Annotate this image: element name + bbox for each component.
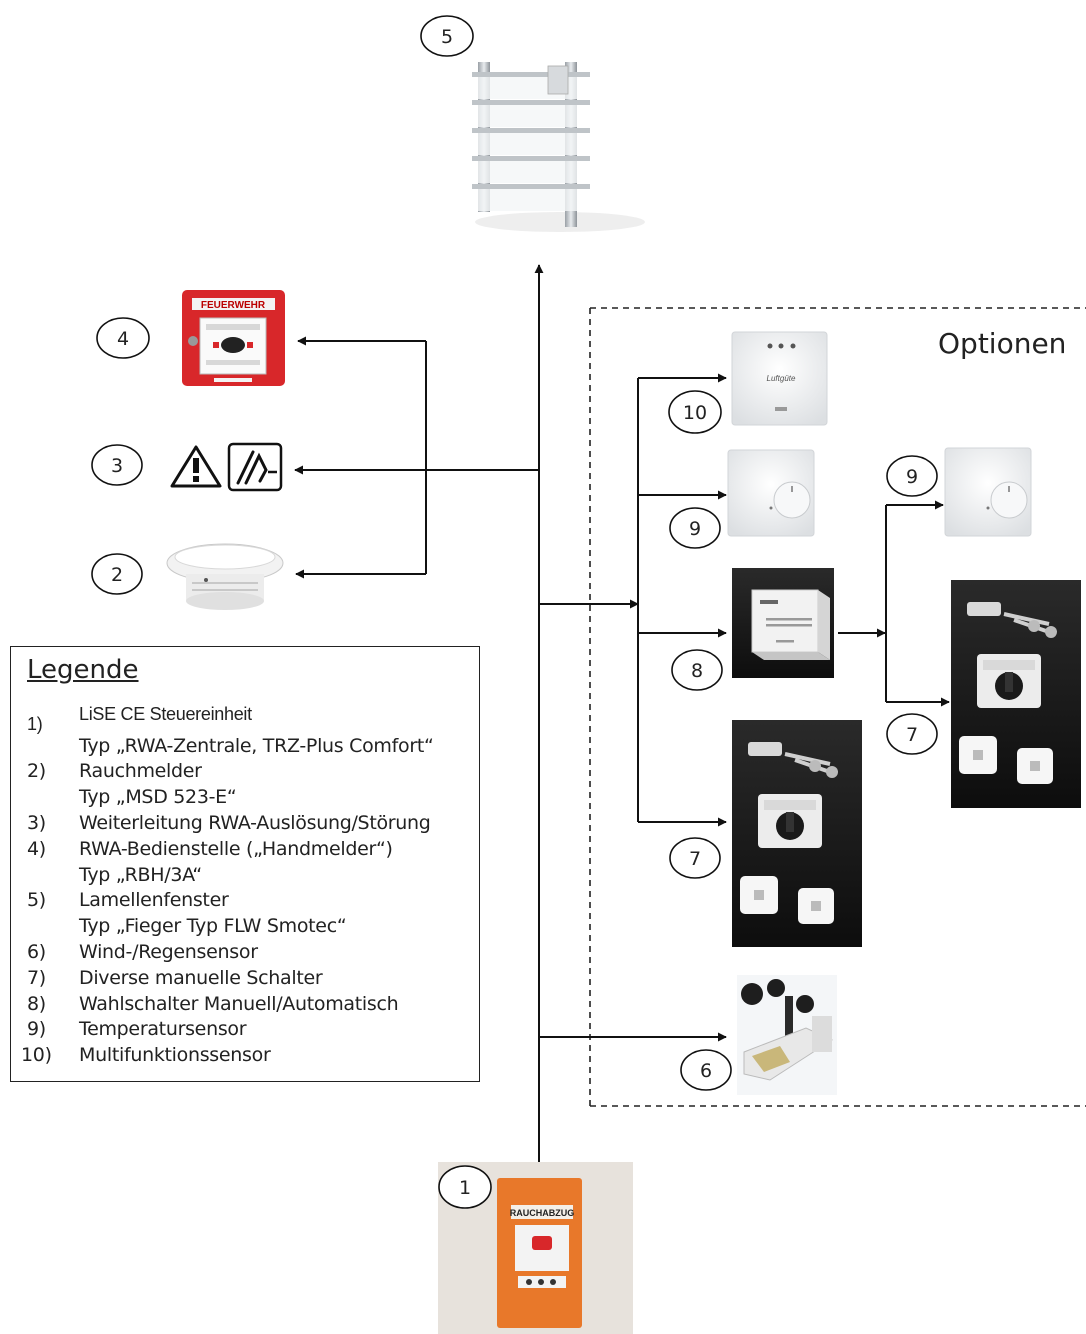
legend-entry-number: 1): [27, 714, 43, 735]
marker-7b: [886, 713, 938, 755]
legend-entry-text: Lamellenfenster: [79, 889, 229, 912]
marker-6-label: 6: [700, 1060, 712, 1082]
multi-sensor-label: Luftgüte: [767, 374, 796, 383]
marker-7b-label: 7: [906, 724, 918, 746]
multi-function-sensor-image: Luftgüte: [731, 331, 828, 426]
legend-entry-number: 6): [27, 941, 46, 964]
marker-2: [91, 553, 143, 595]
relay-icon: [227, 442, 283, 492]
selector-switch-image: [732, 568, 834, 678]
marker-10: [668, 390, 722, 434]
legend-entry: 6) Wind-/Regensensor: [21, 939, 473, 965]
legend-entry-number: 7): [27, 966, 46, 989]
temperature-sensor-image-2: [944, 447, 1032, 537]
options-frame: Optionen: [589, 307, 1086, 1107]
marker-4: [96, 317, 150, 359]
marker-8: [671, 649, 723, 691]
legend-title: Legende: [27, 655, 139, 685]
manual-switches-image-1: [732, 720, 862, 947]
marker-10-label: 10: [683, 402, 707, 424]
marker-8-label: 8: [691, 660, 703, 682]
legend-entry-number: 9): [27, 1018, 46, 1041]
legend-entry-number: 3): [27, 812, 46, 835]
legend-entry-text: LiSE CE Steuereinheit: [79, 704, 252, 725]
marker-4-label: 4: [117, 328, 129, 350]
legend-entry-text: Typ „Fieger Typ FLW Smotec“: [79, 915, 347, 938]
marker-6: [680, 1049, 732, 1091]
legend-entry: 10) Multifunktionssensor: [21, 1042, 473, 1068]
legend-entry-text: Rauchmelder: [79, 760, 202, 783]
legend-entry-text: Wahlschalter Manuell/Automatisch: [79, 992, 399, 1015]
options-label: Optionen: [938, 327, 1066, 360]
number-markers: [91, 15, 938, 1209]
marker-2-label: 2: [111, 564, 123, 586]
legend-entry-text: Multifunktionssensor: [79, 1044, 271, 1067]
marker-3-label: 3: [111, 455, 123, 477]
legend-entry: 9) Temperatursensor: [21, 1017, 473, 1043]
legend-entries: 1) LiSE CE Steuereinheit Typ „RWA-Zentral…: [21, 704, 473, 1068]
legend-entry-text: Typ „RWA-Zentrale, TRZ-Plus Comfort“: [79, 734, 434, 757]
marker-7a: [669, 837, 721, 879]
temperature-sensor-image-1: [727, 449, 815, 537]
louvre-window-image: [472, 62, 645, 232]
marker-5-label: 5: [441, 26, 453, 48]
marker-7a-label: 7: [689, 848, 701, 870]
manual-call-point-image: FEUERWEHR: [182, 290, 285, 386]
marker-3: [91, 444, 143, 486]
smoke-detector-image: [166, 543, 284, 610]
legend-entry-text: Weiterleitung RWA-Auslösung/Störung: [79, 812, 431, 835]
legend-entry-text: Typ „RBH/3A“: [79, 863, 202, 886]
number-marker-labels: 5 4 3 2 10 9 9 8 7 7 6 1: [111, 26, 918, 1199]
marker-1: [438, 1165, 492, 1209]
legend-entry-number: 2): [27, 760, 46, 783]
legend-entry: 4) RWA-Bedienstelle („Handmelder“) Typ „R…: [21, 836, 473, 888]
legend-box: Legende 1) LiSE CE Steuereinheit Typ „RWA…: [10, 646, 480, 1082]
marker-9b-label: 9: [906, 466, 918, 488]
legend-entry-number: 5): [27, 889, 46, 912]
legend-entry: 8) Wahlschalter Manuell/Automatisch: [21, 991, 473, 1017]
legend-entry-number: 8): [27, 992, 46, 1015]
marker-9a-label: 9: [689, 518, 701, 540]
control-unit-label: RAUCHABZUG: [510, 1208, 575, 1218]
marker-1-label: 1: [459, 1177, 471, 1199]
marker-5: [420, 15, 474, 57]
marker-9a: [669, 507, 721, 549]
legend-entry-text: RWA-Bedienstelle („Handmelder“): [79, 837, 393, 860]
legend-entry: 3) Weiterleitung RWA-Auslösung/Störung: [21, 810, 473, 836]
legend-entry: 2) Rauchmelder Typ „MSD 523-E“: [21, 759, 473, 811]
marker-9b: [886, 455, 938, 497]
fire-panel-label: FEUERWEHR: [201, 300, 266, 311]
legend-entry: 1) LiSE CE Steuereinheit Typ „RWA-Zentral…: [21, 704, 473, 759]
legend-entry-text: Wind-/Regensensor: [79, 941, 258, 964]
legend-entry-text: Temperatursensor: [79, 1018, 247, 1041]
legend-entry-number: 4): [27, 837, 46, 860]
legend-entry: 5) Lamellenfenster Typ „Fieger Typ FLW Sm…: [21, 888, 473, 940]
manual-switches-image-2: [951, 580, 1081, 808]
legend-entry-text: Typ „MSD 523-E“: [79, 786, 237, 809]
relay-forwarding-icons: [170, 442, 283, 492]
legend-entry-text: Diverse manuelle Schalter: [79, 966, 323, 989]
legend-entry-number: 10): [21, 1044, 52, 1067]
wind-rain-sensor-image: [737, 975, 837, 1095]
legend-entry: 7) Diverse manuelle Schalter: [21, 965, 473, 991]
connection-lines: [294, 264, 950, 1163]
control-unit-image: RAUCHABZUG: [438, 1162, 633, 1334]
